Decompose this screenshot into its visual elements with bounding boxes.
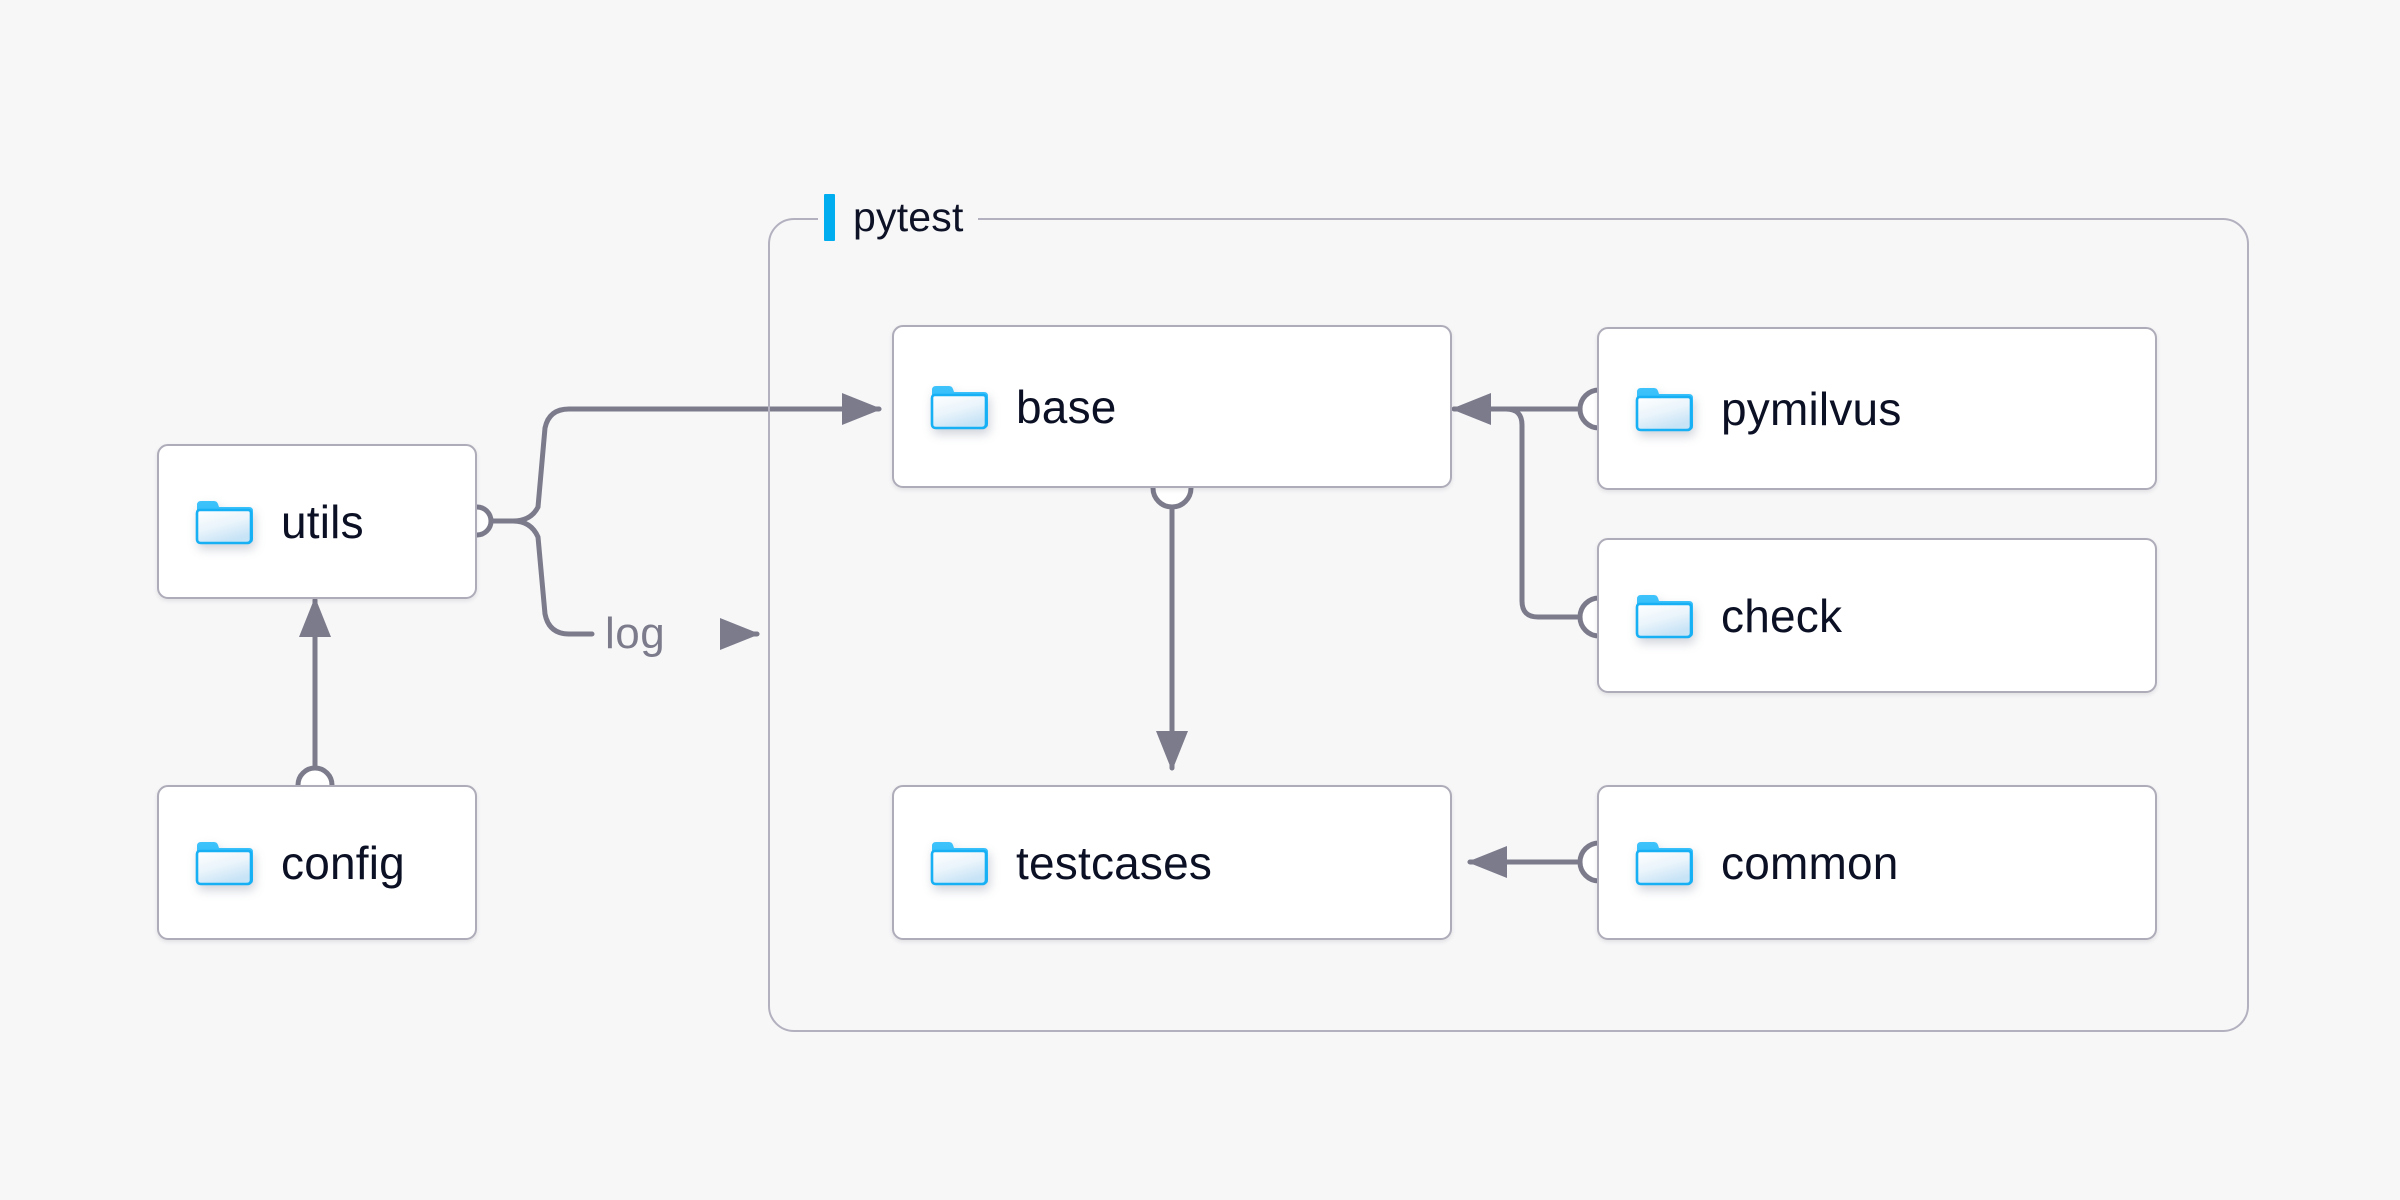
edge-label-log: log [605, 609, 666, 658]
node-utils-label: utils [281, 495, 364, 548]
folder-icon [930, 385, 988, 429]
folder-icon [930, 841, 988, 885]
folder-icon [195, 841, 253, 885]
group-pytest-label: pytest [818, 191, 978, 243]
folder-icon [1635, 841, 1693, 885]
node-base-label: base [1016, 380, 1117, 433]
node-check[interactable]: check [1597, 538, 2157, 693]
group-label-text: pytest [853, 193, 964, 240]
node-utils[interactable]: utils [157, 444, 477, 599]
group-pytest[interactable] [768, 218, 2249, 1032]
node-testcases[interactable]: testcases [892, 785, 1452, 940]
node-base[interactable]: base [892, 325, 1452, 488]
node-common-label: common [1721, 836, 1899, 889]
folder-icon [195, 500, 253, 544]
node-check-label: check [1721, 589, 1843, 642]
node-common[interactable]: common [1597, 785, 2157, 940]
node-testcases-label: testcases [1016, 836, 1213, 889]
node-config-label: config [281, 836, 405, 889]
folder-icon [1635, 594, 1693, 638]
node-config[interactable]: config [157, 785, 477, 940]
edge-utils-log [474, 518, 595, 637]
node-pymilvus-label: pymilvus [1721, 382, 1902, 435]
node-pymilvus[interactable]: pymilvus [1597, 327, 2157, 490]
folder-icon [1635, 387, 1693, 431]
accent-bar-icon [824, 193, 835, 241]
